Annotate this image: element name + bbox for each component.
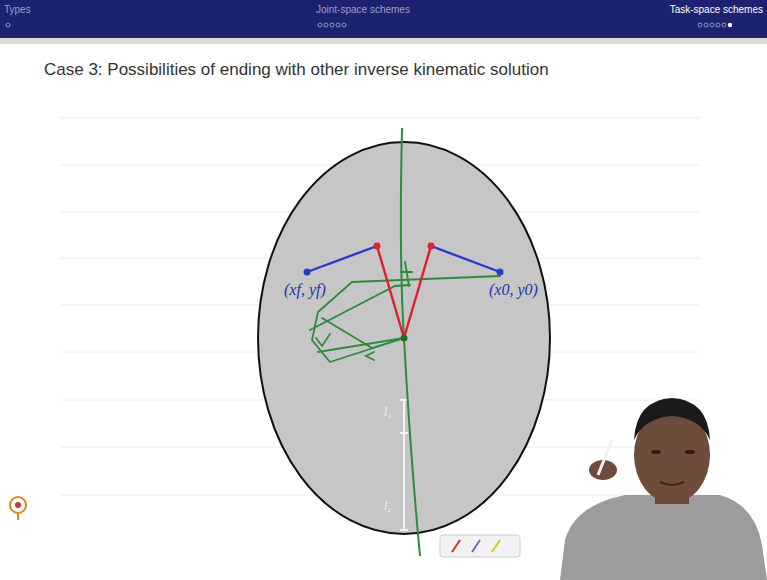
coordinate-label: (xf, yf) [282, 281, 328, 299]
header-bar [0, 0, 767, 38]
elbow-joint [374, 243, 381, 250]
green-trajectory-sketch [310, 262, 500, 362]
elbow-joint [428, 243, 435, 250]
workspace-circle [258, 142, 550, 534]
header-shadow [0, 38, 767, 44]
nav-section-active: Task-space schemes [670, 4, 763, 16]
link-length-label: l₂ [384, 500, 392, 514]
presenter [560, 398, 767, 580]
base-joint [401, 335, 408, 342]
link-length-label: l₁ [384, 406, 392, 420]
pen-toolbar [440, 535, 520, 557]
institute-logo [10, 497, 26, 520]
nav-section: Joint-space schemes [316, 4, 410, 16]
end-effector [497, 269, 504, 276]
nav-dot-active [728, 23, 732, 27]
nav-dots [6, 23, 726, 27]
green-axis-stroke [401, 128, 420, 556]
end-effector [304, 269, 311, 276]
robot-arms [307, 246, 500, 338]
coordinate-label: (x0, y0) [487, 281, 540, 299]
nav-section: Types [4, 4, 31, 16]
slide-title: Case 3: Possibilities of ending with oth… [44, 60, 549, 80]
link-length-scale [400, 400, 408, 530]
